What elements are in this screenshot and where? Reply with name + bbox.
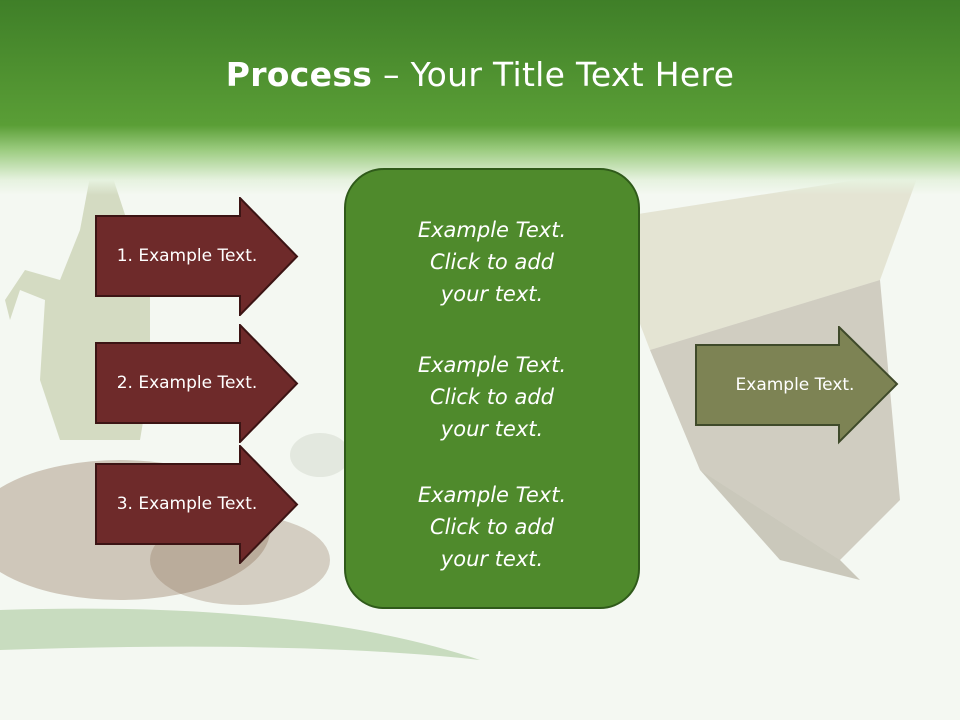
block-line: Click to add: [429, 250, 554, 274]
process-step-2-arrow[interactable]: 2. Example Text.: [95, 324, 300, 443]
arrow-shape: [95, 197, 299, 316]
center-text-block-1: Example Text. Click to add your text.: [346, 214, 638, 310]
process-step-1-arrow[interactable]: 1. Example Text.: [95, 197, 300, 316]
process-step-2-label: 2. Example Text.: [116, 373, 258, 393]
center-text-block-3: Example Text. Click to add your text.: [346, 479, 638, 575]
process-step-3-label: 3. Example Text.: [116, 494, 258, 514]
result-arrow[interactable]: Example Text.: [695, 326, 900, 445]
slide-title[interactable]: Process – Your Title Text Here: [0, 52, 960, 98]
title-bar: [0, 0, 960, 195]
arrow-shape: [95, 445, 299, 564]
process-step-3-arrow[interactable]: 3. Example Text.: [95, 445, 300, 564]
block-line: Example Text.: [417, 218, 567, 242]
block-line: Click to add: [429, 385, 554, 409]
center-text-block-2: Example Text. Click to add your text.: [346, 349, 638, 445]
block-line: Example Text.: [417, 483, 567, 507]
block-line: your text.: [440, 547, 544, 571]
title-rest: – Your Title Text Here: [372, 55, 735, 94]
result-arrow-label: Example Text.: [735, 375, 855, 395]
center-text-box[interactable]: Example Text. Click to add your text. Ex…: [344, 168, 640, 609]
arrow-shape: [695, 326, 899, 445]
block-line: Example Text.: [417, 353, 567, 377]
block-line: your text.: [440, 417, 544, 441]
block-line: your text.: [440, 282, 544, 306]
process-step-1-label: 1. Example Text.: [116, 246, 258, 266]
block-line: Click to add: [429, 515, 554, 539]
title-emphasis: Process: [225, 55, 373, 94]
arrow-shape: [95, 324, 299, 443]
